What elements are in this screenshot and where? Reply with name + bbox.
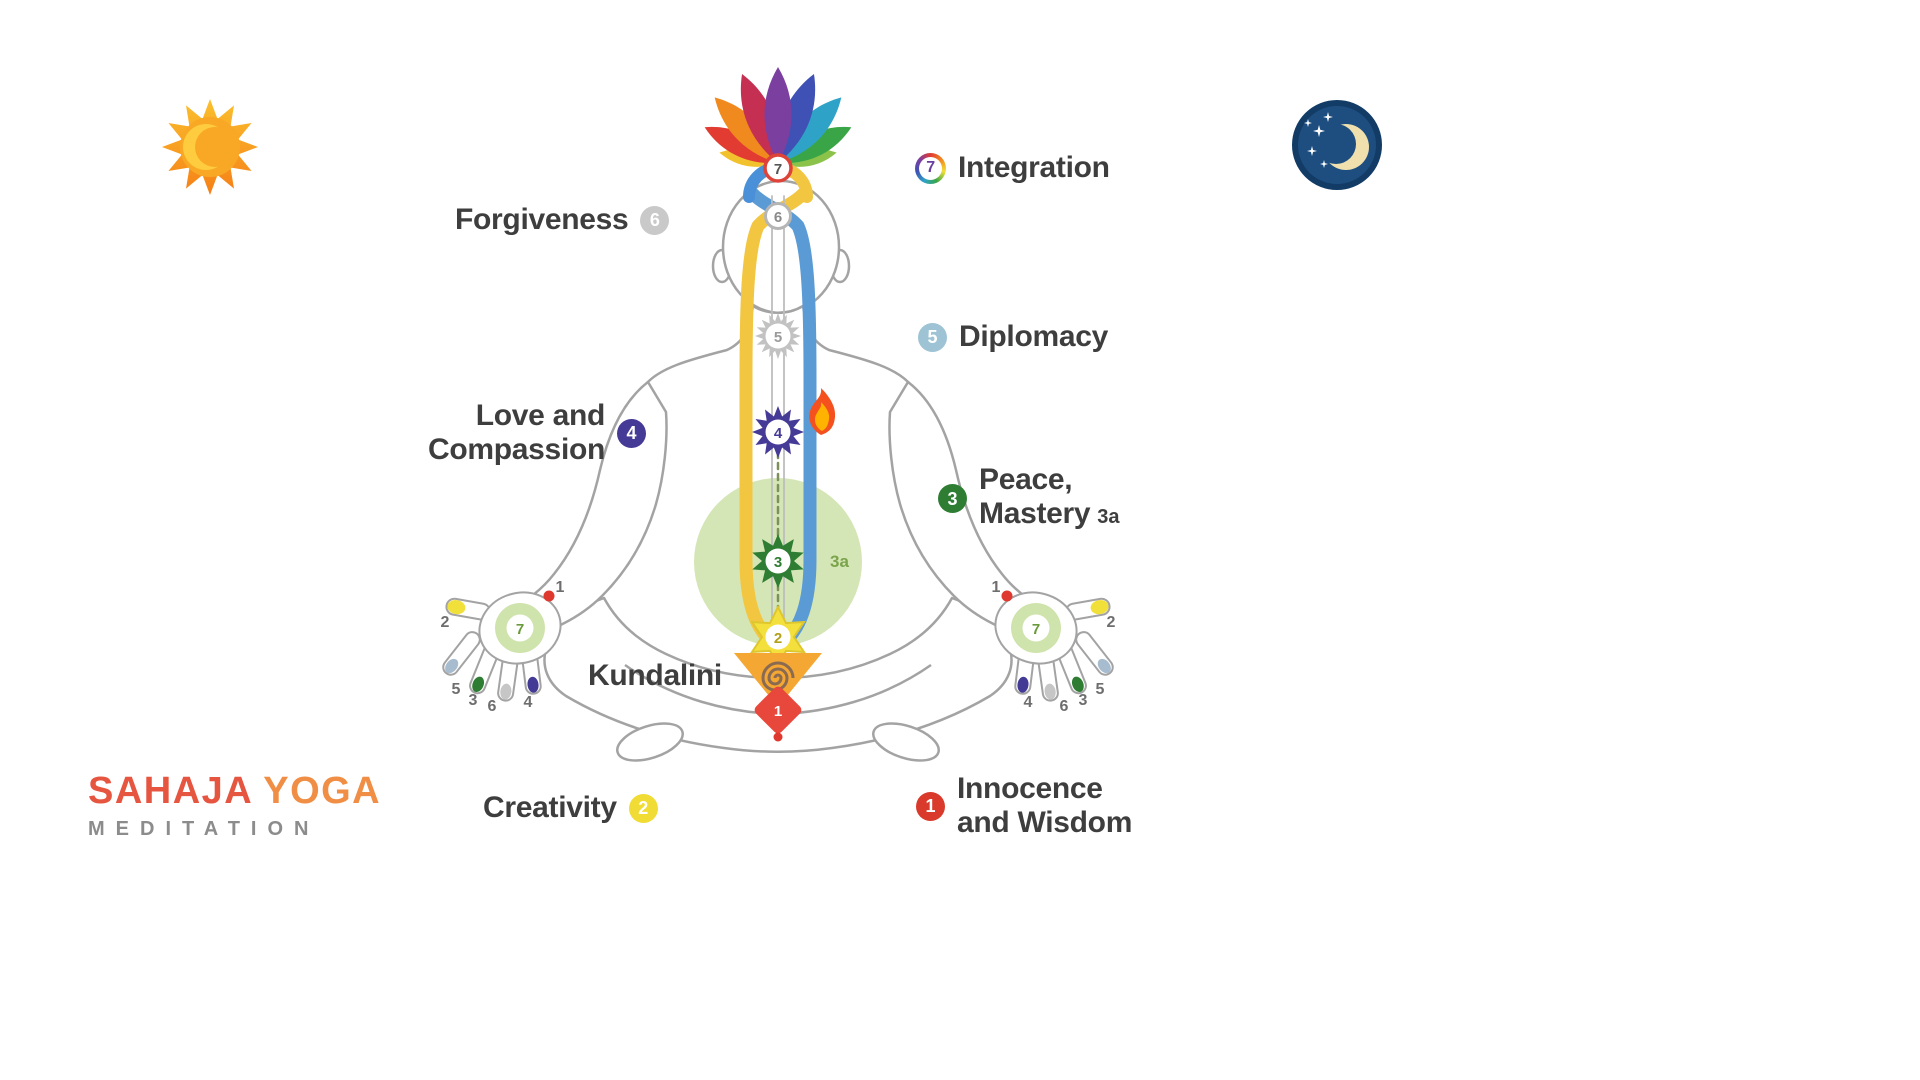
- chakra-2-sacral: 2: [750, 604, 806, 670]
- brand-yoga: YOGA: [263, 770, 382, 812]
- svg-text:6: 6: [1060, 698, 1069, 715]
- svg-text:5: 5: [452, 681, 461, 698]
- integration-badge-number: 7: [919, 156, 942, 180]
- sun-icon: [162, 99, 258, 195]
- svg-text:2: 2: [441, 614, 450, 631]
- forgiveness-badge: 6: [640, 205, 670, 235]
- chakra-1-number: 1: [774, 703, 782, 720]
- moon-star: [1307, 146, 1317, 156]
- chakra-7-number: 7: [774, 161, 782, 178]
- label-integration: 7 Integration: [915, 151, 1110, 185]
- love-compassion-badge: 4: [617, 418, 647, 448]
- foot-left: [616, 722, 684, 762]
- integration-badge: 7: [915, 152, 946, 184]
- brand-tagline: MEDITATION: [88, 818, 320, 840]
- kundalini-spiral: [761, 661, 795, 692]
- right-palm-number: 7: [1032, 621, 1040, 638]
- moon-star: [1320, 160, 1328, 168]
- flame-icon: [809, 388, 836, 435]
- chakra-3-number: 3: [774, 554, 782, 571]
- svg-text:3: 3: [1079, 692, 1088, 709]
- label-innocence-wisdom: 1 Innocence and Wisdom: [916, 772, 1132, 840]
- right-hand-finger-labels: 1 2 4 6 3 5: [992, 579, 1116, 715]
- peace-mastery-sub: 3a: [1097, 506, 1120, 528]
- left-index-dot: [543, 590, 555, 602]
- chakras: 7 6 5 4 3: [734, 153, 822, 742]
- svg-text:6: 6: [488, 698, 497, 715]
- svg-text:1: 1: [992, 579, 1001, 596]
- sacrum-triangle: [734, 653, 822, 707]
- moon-star: [1323, 112, 1333, 122]
- left-hand-finger-labels: 1 2 5 3 6 4: [441, 579, 565, 715]
- forgiveness-text: Forgiveness: [455, 203, 629, 236]
- chakra-5-number: 5: [774, 329, 782, 346]
- chakra-3-navel: 3: [752, 534, 804, 588]
- label-creativity: Creativity 2: [483, 791, 658, 825]
- innocence-text: Innocence and Wisdom: [957, 772, 1133, 839]
- root-dot: [773, 732, 783, 742]
- svg-text:5: 5: [1096, 681, 1105, 698]
- chakra-4-heart: 4: [752, 406, 804, 458]
- chakra-2-number: 2: [774, 630, 782, 647]
- chakra-6-forehead: 6: [764, 202, 792, 230]
- svg-text:2: 2: [1107, 614, 1116, 631]
- brand-name: SAHAJA YOGA: [88, 770, 381, 813]
- chakra-5-throat: 5: [755, 313, 801, 359]
- love-compassion-text: Love and Compassion: [428, 399, 606, 466]
- label-diplomacy: 5 Diplomacy: [918, 320, 1108, 354]
- diplomacy-badge: 5: [918, 322, 947, 352]
- creativity-text: Creativity: [483, 791, 617, 824]
- chakra-1-root: 1: [754, 686, 802, 742]
- brand-sahaja: SAHAJA: [88, 770, 252, 812]
- brand-logo: SAHAJA YOGA MEDITATION: [88, 770, 381, 841]
- moon-star: [1313, 125, 1325, 137]
- svg-text:1: 1: [556, 579, 565, 596]
- chakra-4-number: 4: [774, 425, 783, 442]
- foot-right: [872, 722, 940, 762]
- left-palm-number: 7: [516, 621, 524, 638]
- svg-text:3: 3: [469, 692, 478, 709]
- svg-text:4: 4: [524, 694, 533, 711]
- chakra-6-number: 6: [774, 209, 782, 226]
- svg-text:4: 4: [1024, 694, 1033, 711]
- label-kundalini: Kundalini: [588, 659, 722, 693]
- kundalini-text: Kundalini: [588, 659, 722, 692]
- void-3a-label: 3a: [830, 552, 849, 571]
- creativity-badge: 2: [628, 793, 658, 823]
- innocence-badge: 1: [916, 791, 945, 821]
- right-hand: 7 1 2 4 6 3 5: [992, 579, 1116, 715]
- peace-mastery-badge: 3: [938, 484, 967, 513]
- label-love-compassion: Love and Compassion 4: [428, 399, 647, 467]
- head: [721, 179, 841, 315]
- left-hand: 7 1 2 5 3 6 4: [441, 579, 565, 715]
- chakra-7-crown: 7: [763, 153, 793, 183]
- label-forgiveness: Forgiveness 6: [455, 203, 670, 237]
- moon-icon: [1292, 100, 1382, 190]
- moon-star: [1304, 119, 1312, 127]
- integration-text: Integration: [958, 151, 1110, 184]
- diplomacy-text: Diplomacy: [959, 320, 1109, 353]
